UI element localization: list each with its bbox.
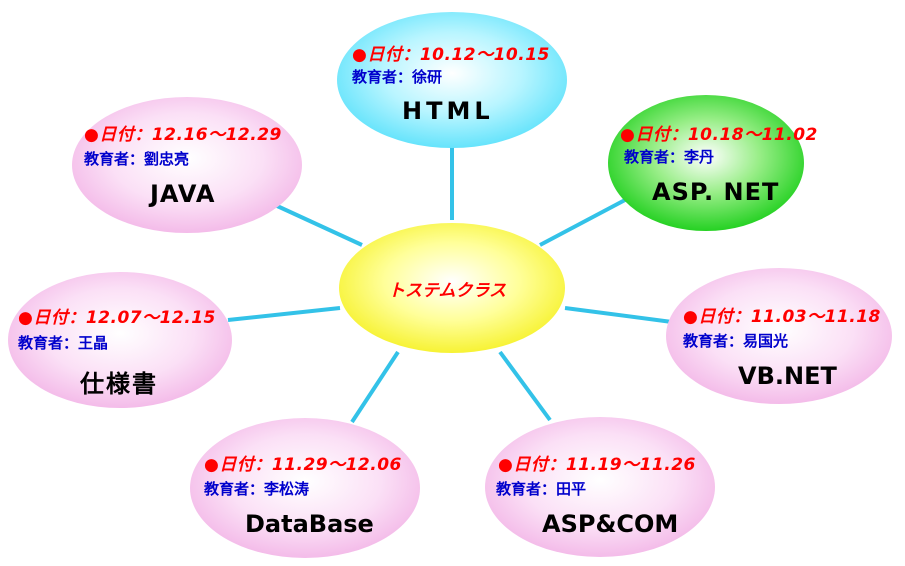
node-database-date: ●日付：11.29～12.06 xyxy=(204,455,402,475)
node-aspnet-title: ASP. NET xyxy=(652,178,780,206)
node-database-teacher: 教育者：李松涛 xyxy=(204,480,310,498)
node-java-teacher: 教育者：劉忠亮 xyxy=(84,150,190,168)
node-spec-title: 仕様書 xyxy=(80,370,158,398)
connector-aspnet xyxy=(539,198,626,247)
node-aspnet xyxy=(608,95,804,231)
connector-database xyxy=(350,350,400,424)
connector-java xyxy=(274,203,363,247)
node-html xyxy=(337,12,567,148)
node-aspcom xyxy=(485,417,715,557)
node-vbnet-teacher: 教育者：易国光 xyxy=(683,332,789,350)
node-java xyxy=(72,97,302,233)
node-vbnet-title: VB.NET xyxy=(738,362,837,390)
node-spec-teacher: 教育者：王晶 xyxy=(18,334,109,352)
node-aspcom-title: ASP&COM xyxy=(542,510,679,538)
node-database-title: DataBase xyxy=(245,510,374,538)
node-vbnet-date: ●日付：11.03～11.18 xyxy=(683,307,881,327)
node-html-title: HTML xyxy=(402,97,494,125)
center-label: トステムクラス xyxy=(388,281,507,301)
node-java-title: JAVA xyxy=(150,180,216,208)
connector-spec xyxy=(227,306,341,322)
node-database xyxy=(190,418,420,558)
node-aspnet-teacher: 教育者：李丹 xyxy=(624,148,715,166)
connector-aspcom xyxy=(498,350,552,422)
node-vbnet xyxy=(666,268,892,404)
node-html-date: ●日付：10.12～10.15 xyxy=(352,45,550,65)
node-aspcom-date: ●日付：11.19～11.26 xyxy=(498,455,696,475)
connectors xyxy=(227,145,673,424)
node-aspcom-teacher: 教育者：田平 xyxy=(496,480,587,498)
connector-vbnet xyxy=(564,306,673,324)
center-node xyxy=(339,223,565,353)
node-java-date: ●日付：12.16～12.29 xyxy=(84,125,282,145)
node-spec xyxy=(8,272,232,408)
node-spec-date: ●日付：12.07～12.15 xyxy=(18,308,216,328)
node-aspnet-date: ●日付：10.18～11.02 xyxy=(620,125,818,145)
node-html-teacher: 教育者：徐研 xyxy=(352,68,443,86)
